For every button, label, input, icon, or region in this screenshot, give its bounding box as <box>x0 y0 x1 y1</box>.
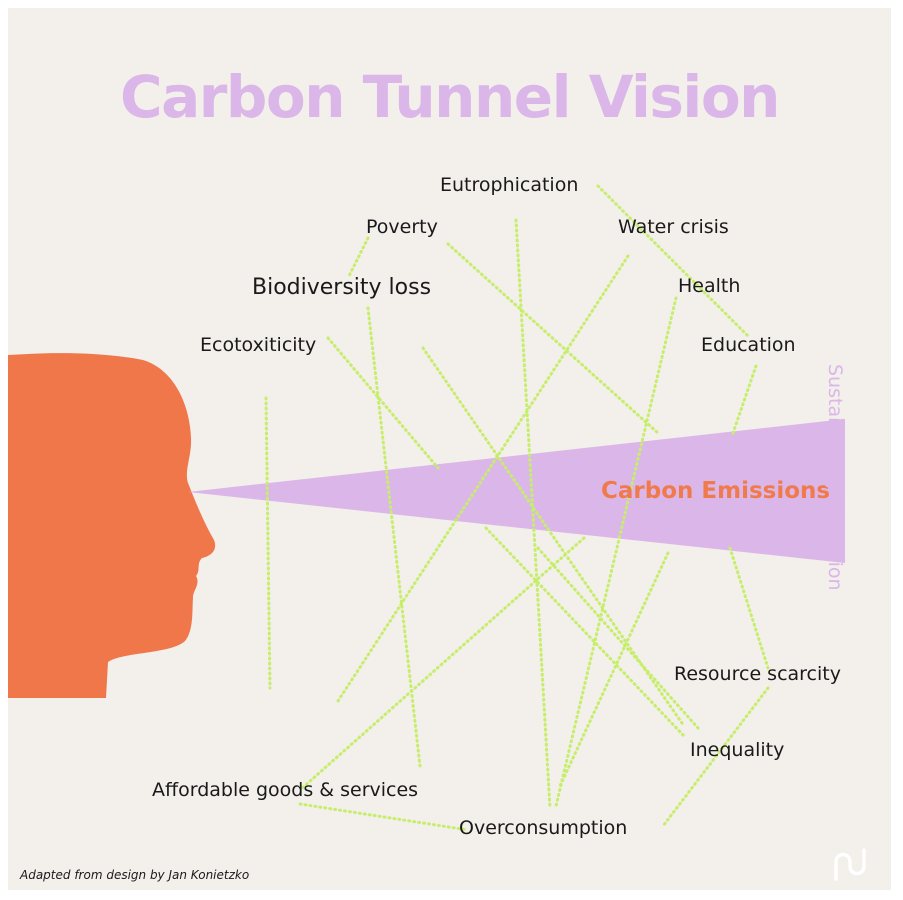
connector-line <box>298 802 470 832</box>
connector-line <box>536 546 700 730</box>
label-ecotoxicity: Ecotoxiticity <box>200 334 317 356</box>
beam-label-carbon-emissions: Carbon Emissions <box>601 478 831 504</box>
connector-line <box>484 526 686 738</box>
label-education: Education <box>701 334 796 356</box>
label-poverty: Poverty <box>366 216 438 238</box>
label-overconsumption: Overconsumption <box>459 817 628 839</box>
label-biodiversity-loss: Biodiversity loss <box>252 275 432 300</box>
diagram-graphics <box>8 184 866 881</box>
connector-line <box>596 184 752 340</box>
sustainability-transition-label: Sustainability Transition <box>824 364 846 591</box>
connector-line <box>421 346 686 728</box>
connector-line <box>298 536 586 792</box>
connector-line <box>514 218 552 810</box>
page-title: Carbon Tunnel Vision <box>120 63 780 131</box>
connector-line <box>558 551 670 788</box>
infographic-canvas: Carbon Tunnel Vision Eutrophication Pove… <box>8 8 891 890</box>
brand-logo <box>834 848 866 881</box>
connector-line <box>366 306 422 768</box>
connector-line <box>730 364 758 438</box>
label-health: Health <box>678 275 741 297</box>
connector-line <box>336 254 630 703</box>
connector-line <box>728 546 770 670</box>
connector-line <box>554 296 678 808</box>
connector-lines <box>264 184 770 832</box>
connector-line <box>326 336 440 470</box>
connector-line <box>264 396 272 690</box>
tunnel-beam <box>188 419 845 563</box>
connector-line <box>446 242 660 435</box>
head-silhouette <box>8 353 216 698</box>
label-inequality: Inequality <box>690 739 785 761</box>
label-resource-scarcity: Resource scarcity <box>674 663 841 685</box>
connector-line <box>346 236 370 280</box>
label-water-crisis: Water crisis <box>618 216 729 238</box>
label-eutrophication: Eutrophication <box>440 174 579 196</box>
credit-text: Adapted from design by Jan Konietzko <box>20 868 250 882</box>
label-affordable-goods: Affordable goods & services <box>152 779 419 801</box>
connector-line <box>661 686 770 828</box>
